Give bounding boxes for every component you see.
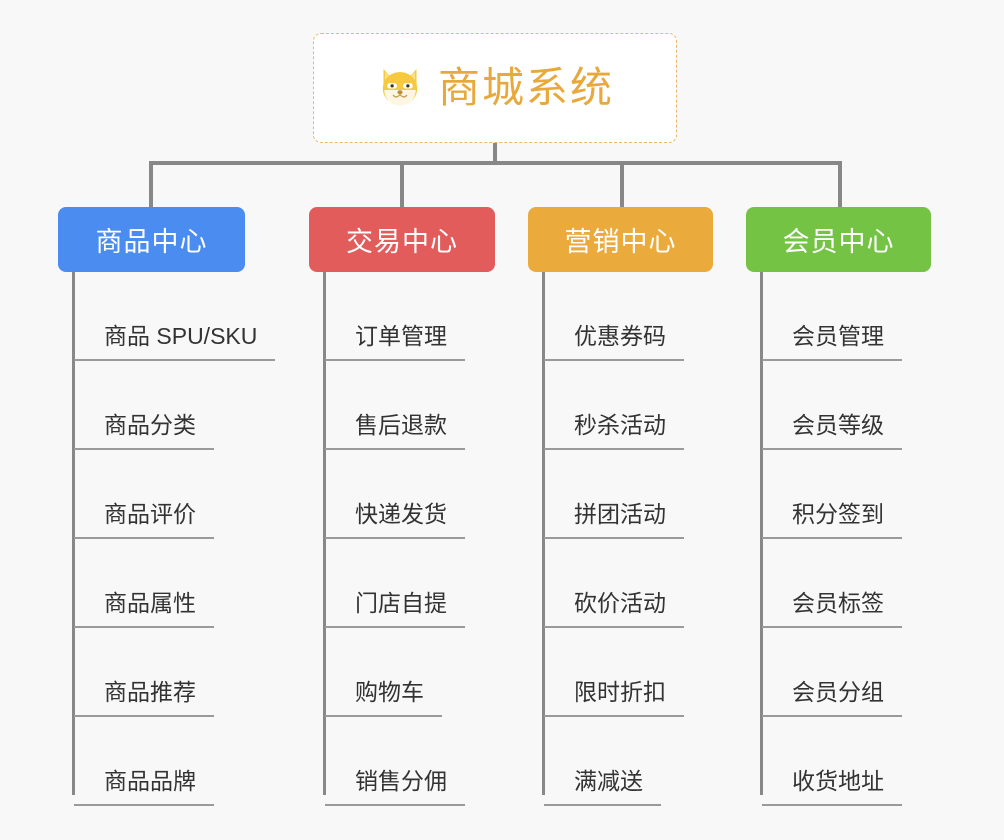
branch-column-4: 会员中心 会员管理会员等级积分签到会员标签会员分组收货地址 xyxy=(746,207,931,806)
leaf-item-label: 砍价活动 xyxy=(544,592,684,628)
leaf-item[interactable]: 商品推荐 xyxy=(58,628,245,717)
leaf-item-label: 门店自提 xyxy=(325,592,465,628)
leaf-item[interactable]: 购物车 xyxy=(309,628,495,717)
leaf-item[interactable]: 限时折扣 xyxy=(528,628,713,717)
leaf-item[interactable]: 商品分类 xyxy=(58,361,245,450)
leaf-item-label: 收货地址 xyxy=(762,770,902,806)
leaf-item[interactable]: 商品属性 xyxy=(58,539,245,628)
leaf-item-label: 会员标签 xyxy=(762,592,902,628)
leaf-list-3: 优惠券码秒杀活动拼团活动砍价活动限时折扣满减送 xyxy=(528,272,713,806)
leaf-item-label: 快递发货 xyxy=(325,503,465,539)
branch-header-3[interactable]: 营销中心 xyxy=(528,207,713,272)
branch-column-2: 交易中心 订单管理售后退款快递发货门店自提购物车销售分佣 xyxy=(309,207,495,806)
leaf-item-label: 订单管理 xyxy=(325,325,465,361)
leaf-item[interactable]: 售后退款 xyxy=(309,361,495,450)
branch-header-4[interactable]: 会员中心 xyxy=(746,207,931,272)
leaf-item-label: 商品评价 xyxy=(74,503,214,539)
leaf-list-4: 会员管理会员等级积分签到会员标签会员分组收货地址 xyxy=(746,272,931,806)
leaf-item-label: 优惠券码 xyxy=(544,325,684,361)
leaf-item-label: 积分签到 xyxy=(762,503,902,539)
leaf-item[interactable]: 积分签到 xyxy=(746,450,931,539)
leaf-item[interactable]: 快递发货 xyxy=(309,450,495,539)
leaf-item-label: 拼团活动 xyxy=(544,503,684,539)
connector-drop-3 xyxy=(620,161,624,207)
branch-header-2[interactable]: 交易中心 xyxy=(309,207,495,272)
connector-root-stem xyxy=(493,143,497,165)
branch-header-label: 交易中心 xyxy=(346,227,458,257)
leaf-item[interactable]: 会员等级 xyxy=(746,361,931,450)
leaf-list-1: 商品 SPU/SKU 商品分类商品评价商品属性商品推荐商品品牌 xyxy=(58,272,276,806)
branch-spine-1 xyxy=(72,272,75,795)
leaf-item[interactable]: 销售分佣 xyxy=(309,717,495,806)
leaf-item[interactable]: 秒杀活动 xyxy=(528,361,713,450)
branch-header-1[interactable]: 商品中心 xyxy=(58,207,245,272)
leaf-item-label: 商品品牌 xyxy=(74,770,214,806)
branch-header-label: 会员中心 xyxy=(782,227,895,257)
leaf-list-2: 订单管理售后退款快递发货门店自提购物车销售分佣 xyxy=(309,272,495,806)
leaf-item[interactable]: 满减送 xyxy=(528,717,713,806)
leaf-item-label: 商品 SPU/SKU xyxy=(74,325,276,361)
branch-spine-4 xyxy=(760,272,763,795)
leaf-item[interactable]: 订单管理 xyxy=(309,272,495,361)
connector-drop-4 xyxy=(838,161,842,207)
branch-column-1: 商品中心 商品 SPU/SKU 商品分类商品评价商品属性商品推荐商品品牌 xyxy=(58,207,276,806)
connector-horizontal-bar xyxy=(149,161,842,165)
connector-drop-2 xyxy=(400,161,404,207)
leaf-item-label: 限时折扣 xyxy=(544,681,684,717)
leaf-item-label: 会员等级 xyxy=(762,414,902,450)
root-node[interactable]: 商城系统 xyxy=(313,33,677,143)
branch-spine-2 xyxy=(323,272,326,795)
leaf-item[interactable]: 会员分组 xyxy=(746,628,931,717)
leaf-item-label: 商品推荐 xyxy=(74,681,214,717)
leaf-item-label: 商品属性 xyxy=(74,592,214,628)
leaf-item-label: 商品分类 xyxy=(74,414,214,450)
leaf-item-label: 秒杀活动 xyxy=(544,414,684,450)
leaf-item[interactable]: 商品品牌 xyxy=(58,717,245,806)
leaf-item[interactable]: 收货地址 xyxy=(746,717,931,806)
leaf-item[interactable]: 会员管理 xyxy=(746,272,931,361)
branch-header-label: 商品中心 xyxy=(95,227,208,257)
leaf-item[interactable]: 商品评价 xyxy=(58,450,245,539)
leaf-item[interactable]: 优惠券码 xyxy=(528,272,713,361)
leaf-item-label: 满减送 xyxy=(544,770,661,806)
branch-spine-3 xyxy=(542,272,545,795)
leaf-item[interactable]: 会员标签 xyxy=(746,539,931,628)
leaf-item-label: 会员管理 xyxy=(762,325,902,361)
branch-header-label: 营销中心 xyxy=(564,227,677,257)
leaf-item[interactable]: 拼团活动 xyxy=(528,450,713,539)
leaf-item-label: 售后退款 xyxy=(325,414,465,450)
leaf-item-label: 购物车 xyxy=(325,681,442,717)
connector-drop-1 xyxy=(149,161,153,207)
branch-column-3: 营销中心 优惠券码秒杀活动拼团活动砍价活动限时折扣满减送 xyxy=(528,207,713,806)
shiba-dog-face-icon xyxy=(376,63,424,113)
root-title: 商城系统 xyxy=(437,64,614,111)
leaf-item[interactable]: 砍价活动 xyxy=(528,539,713,628)
leaf-item-label: 销售分佣 xyxy=(325,770,465,806)
leaf-item[interactable]: 商品 SPU/SKU xyxy=(58,272,276,361)
leaf-item-label: 会员分组 xyxy=(762,681,902,717)
leaf-item[interactable]: 门店自提 xyxy=(309,539,495,628)
